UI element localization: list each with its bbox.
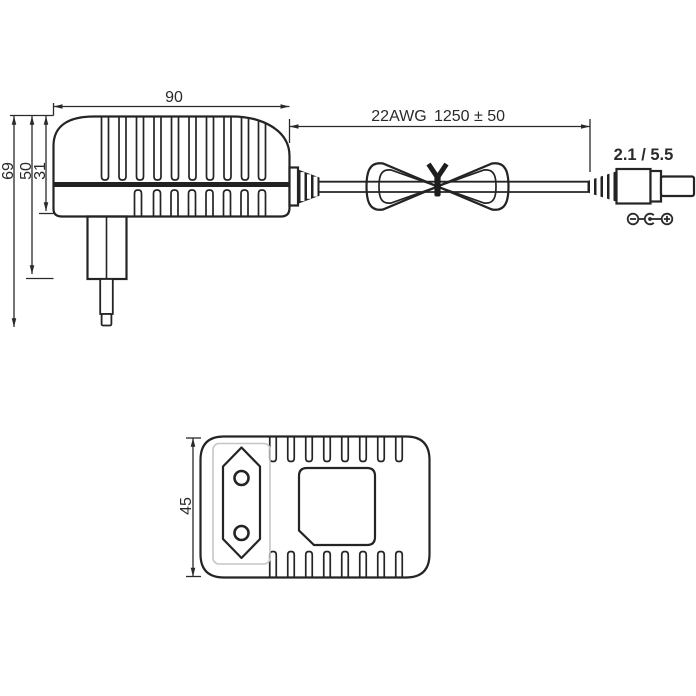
cable-tie: [426, 162, 449, 197]
dim-width-label: 90: [165, 89, 183, 106]
plug-barrel: [659, 175, 696, 198]
dim-cable-length: 22AWG 1250 ± 50: [288, 108, 591, 172]
dim-width-90: 90: [10, 89, 290, 117]
europlug-face: [221, 446, 262, 560]
side-vents: [53, 116, 290, 217]
ac-pin-shaft: [99, 278, 114, 315]
dimensions: 90 69 50 31: [0, 89, 674, 578]
dim-overall-height-69: 69: [0, 116, 17, 327]
plug-collar: [649, 169, 663, 203]
adapter-front-view: [199, 435, 431, 579]
cable-coil: [365, 162, 510, 211]
top-vent-slots: [100, 116, 267, 181]
dim-front-height-45: 45: [178, 437, 201, 578]
strain-relief-plug: [587, 171, 616, 202]
pin-hole-top: [233, 469, 250, 487]
dim-body-height-31: 31: [32, 116, 54, 215]
dim-body-height-label: 31: [32, 162, 49, 180]
dim-overall-height-label: 69: [0, 162, 17, 180]
plug-face-frame: [212, 442, 271, 565]
europlug-outline: [221, 446, 262, 560]
cable-gauge-label: 22AWG: [371, 108, 426, 125]
front-vents: [268, 436, 404, 578]
ac-pin-tip: [100, 313, 113, 327]
dc-plug: [587, 167, 696, 226]
plug-body: [615, 167, 652, 205]
label-recess: [297, 466, 377, 547]
center-pin-icon: [643, 212, 655, 226]
cable-length-label: 1250 ± 50: [434, 108, 505, 125]
dim-front-height-label: 45: [178, 497, 195, 515]
dim-height50-label: 50: [18, 162, 35, 180]
plug-size-label: 2.1 / 5.5: [614, 146, 674, 164]
center-positive-polarity-icon: [626, 212, 674, 226]
strain-relief-adapter: [288, 166, 320, 207]
pin-hole-bottom: [233, 524, 250, 542]
ac-pin: [86, 215, 128, 327]
plus-terminal-icon: [660, 212, 674, 226]
body-seam-band: [53, 182, 290, 187]
adapter-side-view: [52, 115, 320, 327]
output-cable: [319, 162, 588, 211]
dim-height-50: 50: [18, 116, 54, 280]
